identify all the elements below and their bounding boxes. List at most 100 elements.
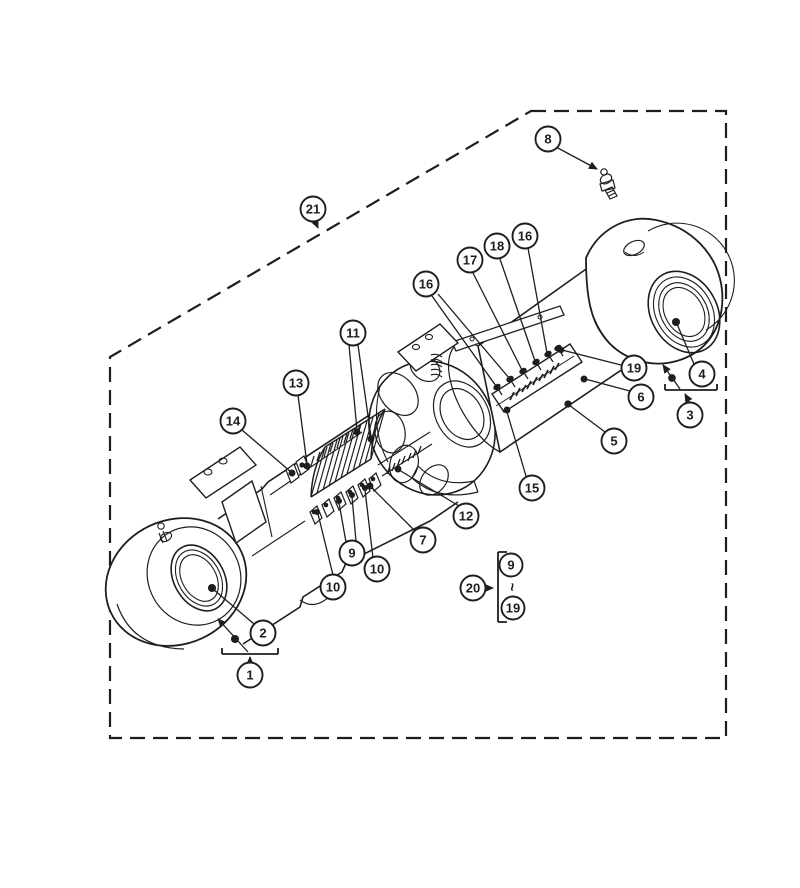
callout-10a: 10 xyxy=(319,573,347,601)
leader-3 xyxy=(684,393,693,404)
leader-4 xyxy=(676,323,695,365)
head-bracket-plate xyxy=(396,323,460,378)
leader-7 xyxy=(370,486,416,532)
callout-number: 15 xyxy=(525,481,539,496)
leader-6 xyxy=(584,378,631,392)
callout-20: 20 xyxy=(459,574,487,602)
callout-7: 7 xyxy=(409,526,437,554)
callout-4: 4 xyxy=(688,360,716,388)
leader-18 xyxy=(499,258,536,362)
leader-17 xyxy=(472,272,523,371)
callout-number: 18 xyxy=(490,239,504,254)
leader-13 xyxy=(297,394,308,465)
callout-number: 4 xyxy=(698,367,706,382)
callout-circle xyxy=(511,222,539,250)
callout-number: 1 xyxy=(246,668,253,683)
callout-circle xyxy=(498,552,524,578)
callout-number: 9 xyxy=(348,546,355,561)
callout-17: 17 xyxy=(456,246,484,274)
rod-thread-ticks xyxy=(386,445,422,475)
callout-number: 19 xyxy=(506,601,520,616)
callout-number: 20 xyxy=(466,581,480,596)
dashed-boundary xyxy=(108,109,728,740)
callout-number: 9 xyxy=(507,558,514,573)
callout-12: 12 xyxy=(452,502,480,530)
leader-19 xyxy=(561,349,622,366)
callout-number: 16 xyxy=(518,229,532,244)
leader-16b xyxy=(527,247,548,354)
callout-number: 12 xyxy=(459,509,473,524)
cap-eye-grease-fitting xyxy=(157,522,173,544)
callout-legend-19: 19 xyxy=(500,595,526,621)
callout-8: 8 xyxy=(534,125,562,153)
callout-13: 13 xyxy=(282,369,310,397)
barrel-thread-ticks xyxy=(310,424,361,467)
callout-3: 3 xyxy=(676,401,704,429)
callout-circle xyxy=(319,573,347,601)
group-brackets xyxy=(221,384,718,655)
callout-circle xyxy=(236,661,264,689)
callout-number: 10 xyxy=(326,580,340,595)
callout-16b: 16 xyxy=(511,222,539,250)
leader-10b xyxy=(364,489,374,559)
callout-circle xyxy=(483,232,511,260)
callout-circle xyxy=(409,526,437,554)
callout-number: 13 xyxy=(289,376,303,391)
coil-spring xyxy=(430,353,443,378)
callout-circle xyxy=(338,539,366,567)
callout-16a: 16 xyxy=(412,270,440,298)
callout-number: 3 xyxy=(686,408,693,423)
callout-circle xyxy=(363,555,391,583)
gland-block xyxy=(491,343,583,413)
leader-lines xyxy=(207,146,695,665)
leader-12 xyxy=(398,469,460,507)
callout-circle xyxy=(249,619,277,647)
disc-center-bore xyxy=(439,387,485,441)
callout-circle xyxy=(620,354,648,382)
leader-2 xyxy=(212,588,255,625)
cap-end-eye xyxy=(104,517,248,650)
callout-number: 21 xyxy=(306,202,320,217)
callout-circle xyxy=(688,360,716,388)
bracket-assembly-1 xyxy=(221,648,279,655)
bracket-assembly-3 xyxy=(664,384,718,391)
callout-circle xyxy=(339,319,367,347)
callout-circle xyxy=(534,125,562,153)
callout-number: 10 xyxy=(370,562,384,577)
leader-10a xyxy=(317,513,334,576)
barrel-mounting-plate xyxy=(188,446,267,545)
legend-range-separator: ~ xyxy=(503,583,520,592)
callout-number: 17 xyxy=(463,253,477,268)
callout-circle xyxy=(600,427,628,455)
leader-14 xyxy=(241,429,292,473)
callout-number: 5 xyxy=(610,434,617,449)
callout-circle xyxy=(627,383,655,411)
leader-11 xyxy=(348,344,372,438)
callout-number: 2 xyxy=(259,626,266,641)
callout-circle xyxy=(412,270,440,298)
callout-circle xyxy=(500,595,526,621)
callout-6: 6 xyxy=(627,383,655,411)
leader-15 xyxy=(506,411,527,477)
callout-number: 19 xyxy=(627,361,641,376)
callout-19: 19 xyxy=(620,354,648,382)
callout-14: 14 xyxy=(219,407,247,435)
callout-1: 1 xyxy=(236,661,264,689)
callout-number: 11 xyxy=(346,326,360,341)
leader-9 xyxy=(338,496,357,543)
piston-left-seals xyxy=(285,455,310,484)
leader-5 xyxy=(568,404,606,433)
rod-end-eye xyxy=(585,217,735,365)
legend-bracket xyxy=(497,551,507,623)
eye-top-hole xyxy=(623,239,645,257)
callout-9: 9 xyxy=(338,539,366,567)
callout-21: 21 xyxy=(299,195,327,223)
callout-legend-9: 9 xyxy=(498,552,524,578)
callout-number: 8 xyxy=(544,132,551,147)
callout-18: 18 xyxy=(483,232,511,260)
leader-16a xyxy=(431,293,510,387)
callout-circle xyxy=(676,401,704,429)
